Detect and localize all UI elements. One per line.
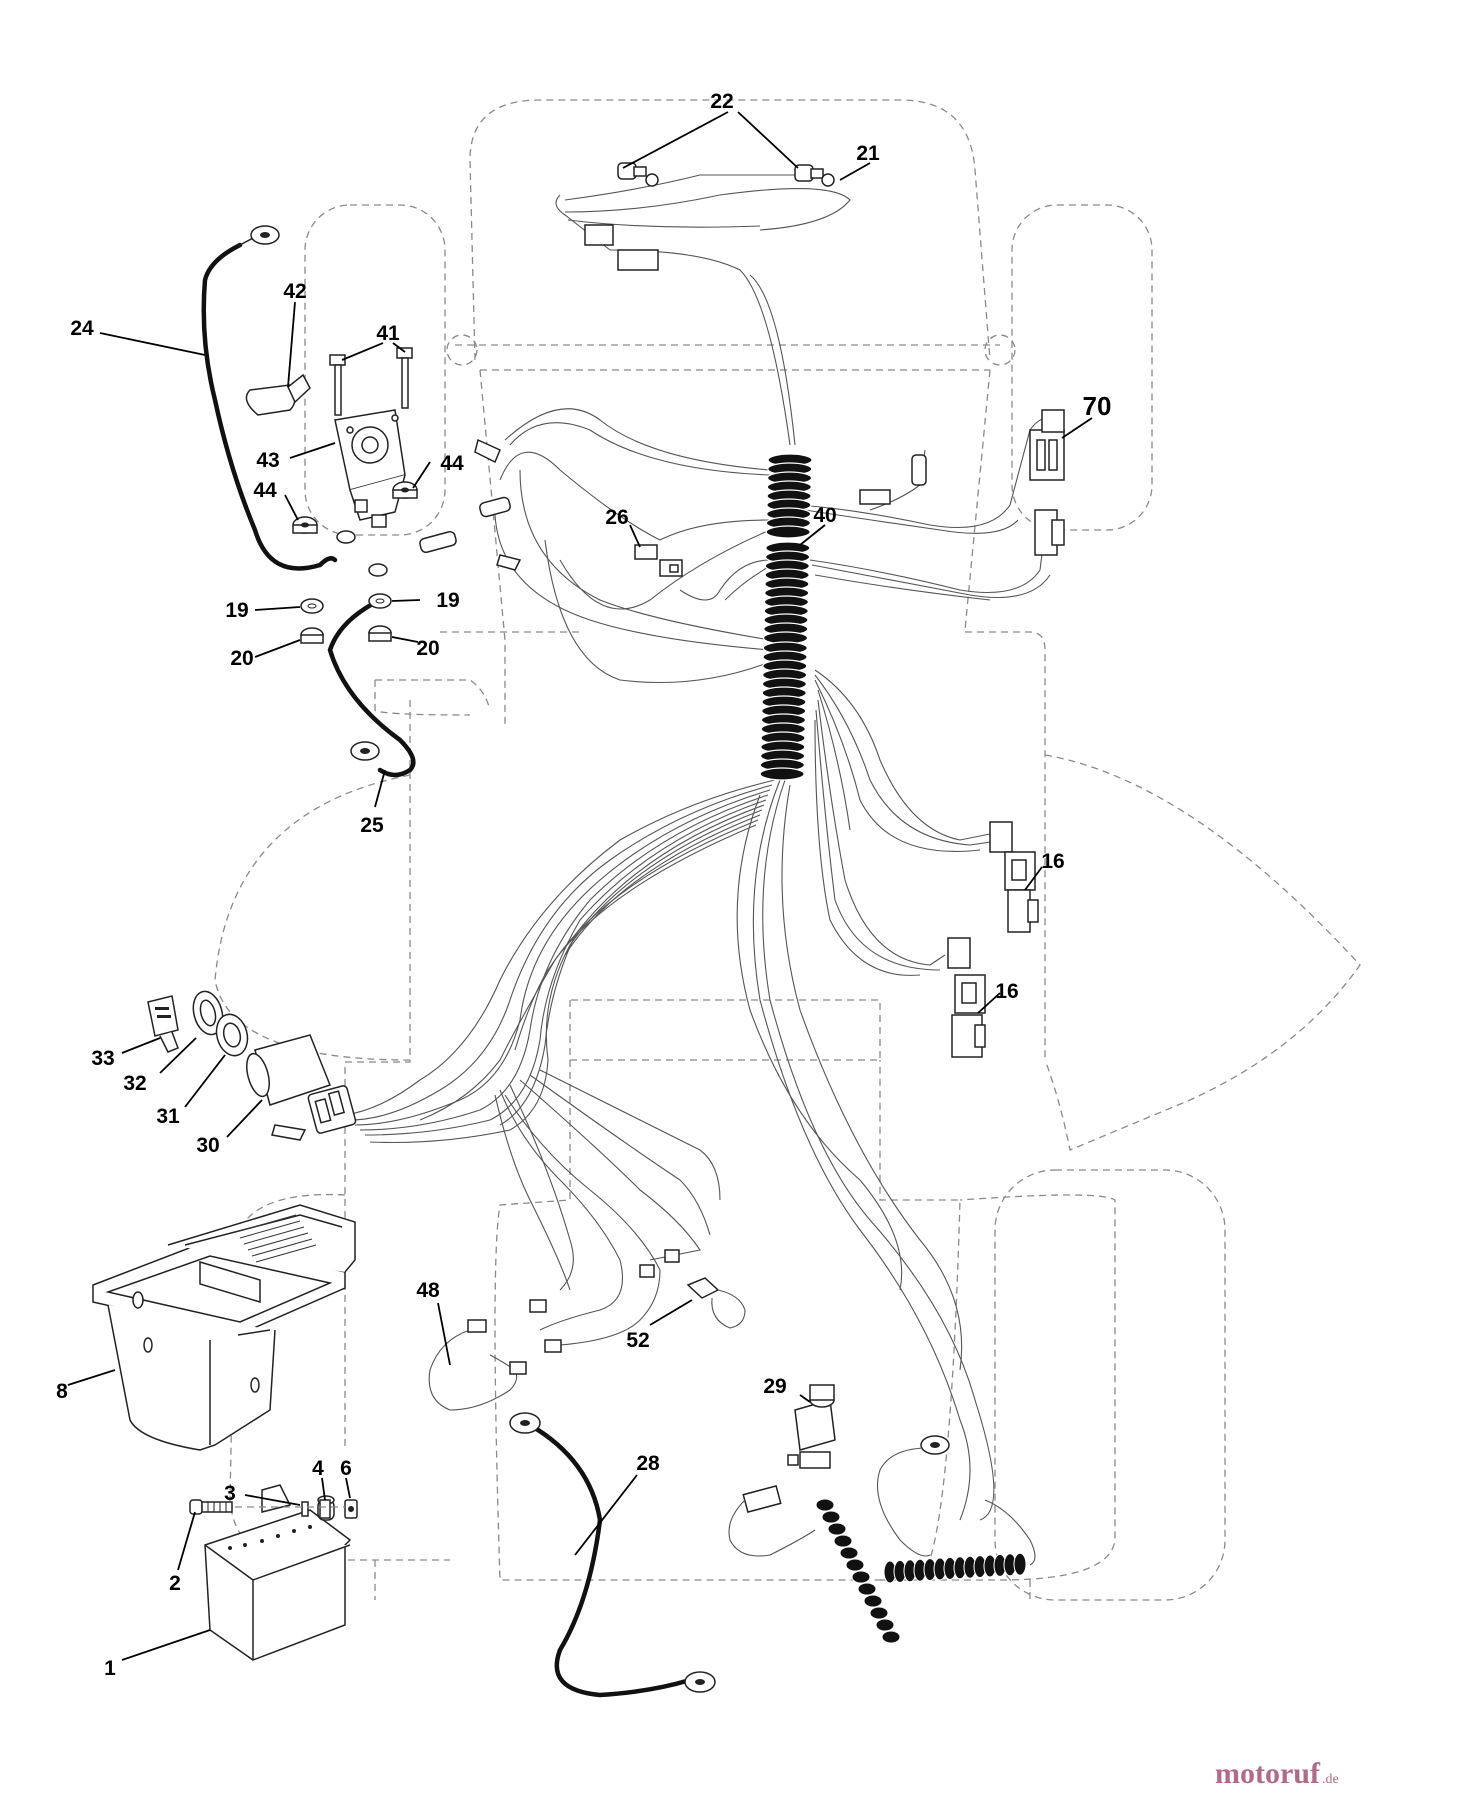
coil-ring — [1013, 1552, 1027, 1576]
callout-29: 29 — [763, 1375, 786, 1398]
washer — [368, 593, 392, 609]
washer — [300, 598, 324, 614]
callout-25: 25 — [360, 814, 384, 837]
callout-52: 52 — [626, 1329, 649, 1352]
nut — [392, 481, 418, 499]
callout-31: 31 — [156, 1105, 180, 1128]
fuse-connector — [634, 544, 683, 577]
ring-terminal — [350, 741, 380, 761]
headlight — [617, 162, 659, 187]
terminal-boot — [245, 373, 311, 416]
coil-ring — [857, 1582, 877, 1596]
accessory-connectors — [428, 1249, 680, 1411]
interlock-switch — [989, 821, 1039, 933]
callout-20-left: 20 — [230, 647, 253, 670]
callout-44-right: 44 — [440, 452, 464, 475]
coil-ring — [815, 1498, 835, 1512]
coil-ring — [881, 1630, 901, 1644]
ignition-switch — [246, 1034, 357, 1141]
watermark: motoruf .de — [1215, 1757, 1339, 1790]
harness-wires — [344, 174, 1061, 1521]
bolt — [396, 347, 413, 409]
callout-19-right: 19 — [436, 589, 459, 612]
coil-ring — [863, 1594, 883, 1608]
lock-washer — [319, 1499, 331, 1519]
coil-ring — [827, 1522, 847, 1536]
coil-ring — [821, 1510, 841, 1524]
callout-48: 48 — [416, 1279, 440, 1302]
battery-cables — [201, 242, 693, 1698]
callout-42: 42 — [283, 280, 306, 303]
callout-32: 32 — [123, 1072, 146, 1095]
ring-terminal — [237, 225, 280, 247]
nut — [368, 625, 392, 642]
ring-terminal — [684, 1671, 716, 1693]
ignition-key — [147, 995, 179, 1053]
hex-nut — [344, 1499, 358, 1519]
watermark-suffix: .de — [1322, 1772, 1339, 1787]
parts — [92, 162, 1065, 1693]
callout-20-right: 20 — [416, 637, 439, 660]
callout-21: 21 — [856, 142, 880, 165]
battery-box — [92, 1204, 356, 1451]
washer — [301, 1501, 309, 1517]
coil-ring — [833, 1534, 853, 1548]
fuse-holder — [686, 1277, 746, 1329]
callout-22: 22 — [710, 90, 733, 113]
coil-ring — [845, 1558, 865, 1572]
callout-33: 33 — [91, 1047, 114, 1070]
starter-solenoid — [334, 409, 406, 528]
callout-4: 4 — [312, 1457, 324, 1480]
coiled-cord — [815, 1498, 1036, 1644]
callout-43: 43 — [256, 449, 279, 472]
bolt — [329, 354, 346, 416]
callout-2: 2 — [169, 1572, 181, 1595]
callout-16-lower: 16 — [995, 980, 1018, 1003]
nut-ring — [215, 1013, 249, 1057]
seat-switch — [787, 1384, 836, 1469]
coil-ring — [875, 1618, 895, 1632]
callout-24: 24 — [70, 317, 94, 340]
callout-16-upper: 16 — [1041, 850, 1064, 873]
bracket — [261, 1484, 292, 1513]
headlight — [794, 164, 835, 187]
loom-ring — [759, 767, 805, 781]
ring-terminal — [876, 1435, 950, 1557]
callout-6: 6 — [340, 1457, 352, 1480]
terminal — [336, 438, 522, 577]
coil-ring — [851, 1570, 871, 1584]
callout-70: 70 — [1083, 391, 1112, 421]
callout-19-left: 19 — [225, 599, 248, 622]
callout-3: 3 — [224, 1482, 236, 1505]
battery — [204, 1495, 352, 1661]
connector — [584, 224, 614, 246]
connector-70 — [859, 409, 1065, 556]
coil-ring — [839, 1546, 859, 1560]
callout-40: 40 — [813, 504, 836, 527]
callout-26: 26 — [605, 506, 628, 529]
nut — [292, 516, 318, 534]
interlock-switch — [947, 937, 986, 1058]
watermark-brand: motoruf — [1215, 1757, 1321, 1790]
leader-lines — [67, 111, 1093, 1661]
callout-44-left: 44 — [253, 479, 277, 502]
callout-8: 8 — [56, 1380, 68, 1403]
callout-30: 30 — [196, 1134, 219, 1157]
battery-bolt — [189, 1499, 233, 1515]
callout-28: 28 — [636, 1452, 660, 1475]
connector — [728, 1484, 816, 1557]
callouts: 22 21 24 42 41 70 43 44 44 26 40 19 19 2… — [56, 90, 1111, 1680]
bezel — [192, 990, 224, 1036]
coil-ring — [869, 1606, 889, 1620]
ring-terminal — [509, 1412, 541, 1434]
connector — [617, 249, 659, 271]
loom-ring — [765, 525, 811, 539]
coil-tail — [984, 1499, 1036, 1566]
callout-1: 1 — [104, 1657, 116, 1680]
callout-41: 41 — [376, 322, 400, 345]
nut — [300, 627, 324, 644]
harness-loom — [759, 453, 813, 781]
